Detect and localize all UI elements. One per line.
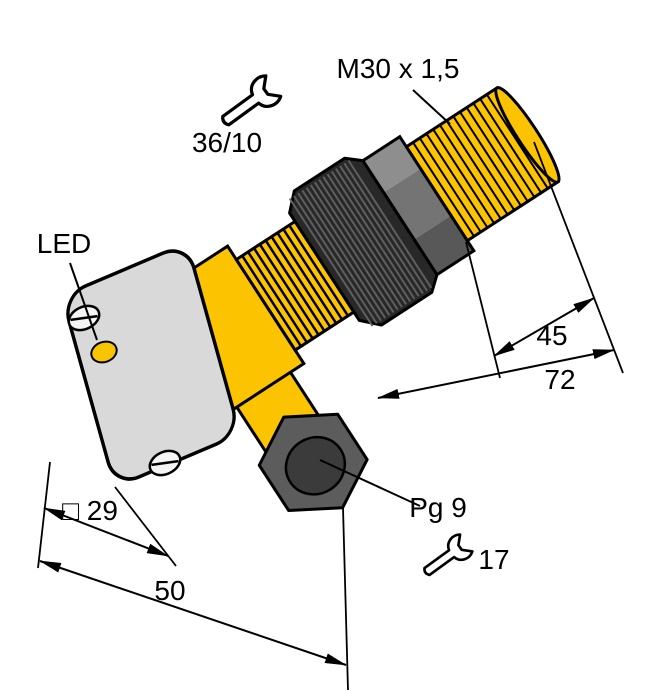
- wrench-icon: [213, 71, 284, 137]
- ext-line-barrel-tip: [533, 141, 624, 374]
- label-led: LED: [37, 228, 91, 259]
- dim-line-50: [39, 560, 347, 666]
- thread-lines: [412, 93, 549, 237]
- barrel-end-cap: [494, 86, 561, 184]
- ext-line-gland-bottom: [342, 507, 349, 691]
- knurl-lines: [288, 159, 433, 327]
- dim-line-72: [377, 349, 615, 399]
- cable-gland-face: [284, 435, 347, 496]
- label-wrench-flange: 36/10: [192, 127, 262, 158]
- ext-line-barrel-start: [465, 241, 501, 379]
- wrench-icon: [416, 531, 476, 585]
- led-indicator: [90, 340, 118, 364]
- screw-hole-bottom: [148, 449, 182, 477]
- label-wrench-gland: 17: [478, 544, 509, 575]
- ext-line-flange-left: [37, 461, 51, 569]
- label-cable-gland: Pg 9: [409, 492, 467, 523]
- leader-led: [69, 262, 98, 341]
- label-dim-29: □ 29: [62, 495, 118, 526]
- knurled-nut: [288, 156, 439, 327]
- label-dim-45: 45: [536, 320, 567, 351]
- dim-line-29: [43, 507, 169, 557]
- leader-pg9: [319, 459, 421, 507]
- leader-m30: [412, 89, 451, 125]
- dim-line-45: [493, 297, 595, 357]
- ext-line-flange-corner: [114, 486, 177, 567]
- label-dim-50: 50: [154, 575, 185, 606]
- label-dim-72: 72: [544, 364, 575, 395]
- rib-lines: [241, 224, 350, 347]
- label-thread-size: M30 x 1,5: [337, 53, 460, 84]
